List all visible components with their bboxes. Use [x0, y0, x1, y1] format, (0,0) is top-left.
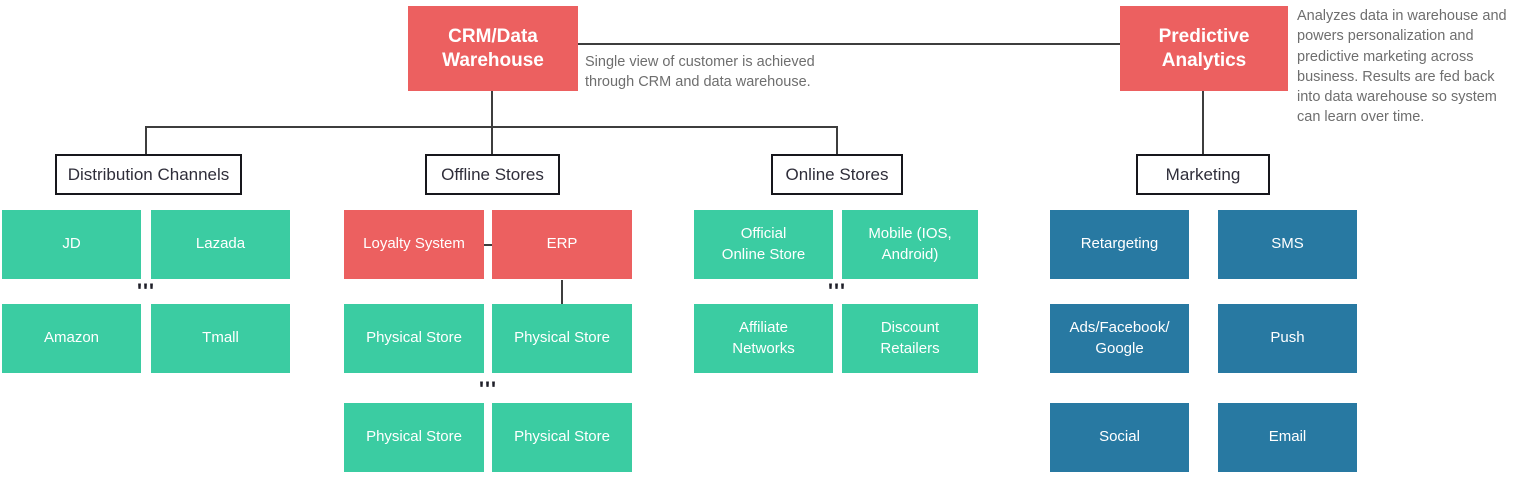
node-discount-retailers: Discount Retailers	[842, 304, 978, 373]
ellipsis-online: '''	[828, 280, 846, 303]
header-distribution-channels-label: Distribution Channels	[67, 164, 230, 184]
connector-drop-distribution	[145, 126, 147, 154]
node-erp: ERP	[492, 210, 632, 279]
connector-predictive-to-marketing	[1202, 91, 1204, 154]
node-affiliate-networks: Affiliate Networks	[694, 304, 833, 373]
header-online-stores-label: Online Stores	[785, 164, 889, 184]
node-email: Email	[1218, 403, 1357, 472]
connector-crm-to-predictive	[578, 43, 1120, 45]
node-crm-data-warehouse: CRM/Data Warehouse	[408, 6, 578, 91]
node-push: Push	[1218, 304, 1357, 373]
node-lazada: Lazada	[151, 210, 290, 279]
node-official-online-store: Official Online Store	[694, 210, 833, 279]
header-marketing: Marketing	[1136, 154, 1270, 195]
header-offline-stores: Offline Stores	[425, 154, 560, 195]
node-jd: JD	[2, 210, 141, 279]
header-offline-stores-label: Offline Stores	[441, 164, 544, 184]
node-loyalty-system: Loyalty System	[344, 210, 484, 279]
node-crm-label: CRM/Data Warehouse	[442, 25, 544, 71]
node-social: Social	[1050, 403, 1189, 472]
node-sms: SMS	[1218, 210, 1357, 279]
connector-loyalty-to-erp	[483, 244, 492, 246]
node-mobile-ios-android: Mobile (IOS, Android)	[842, 210, 978, 279]
connector-crm-down	[491, 91, 493, 154]
node-physical-store-3: Physical Store	[344, 403, 484, 472]
node-ads-facebook-google: Ads/Facebook/ Google	[1050, 304, 1189, 373]
note-predictive: Analyzes data in warehouse and powers pe…	[1297, 8, 1507, 126]
ellipsis-offline: '''	[479, 378, 497, 401]
connector-branch-horizontal	[145, 126, 838, 128]
connector-drop-online-stores	[836, 126, 838, 154]
node-predictive-label: Predictive Analytics	[1158, 25, 1250, 71]
node-physical-store-4: Physical Store	[492, 403, 632, 472]
header-online-stores: Online Stores	[771, 154, 903, 195]
node-tmall: Tmall	[151, 304, 290, 373]
header-marketing-label: Marketing	[1165, 164, 1241, 184]
ellipsis-distribution: '''	[137, 280, 155, 303]
connector-erp-down	[561, 280, 563, 304]
node-retargeting: Retargeting	[1050, 210, 1189, 279]
note-crm: Single view of customer is achieved thro…	[585, 54, 815, 91]
header-distribution-channels: Distribution Channels	[55, 154, 242, 195]
node-physical-store-2: Physical Store	[492, 304, 632, 373]
node-predictive-analytics: Predictive Analytics	[1120, 6, 1288, 91]
node-physical-store-1: Physical Store	[344, 304, 484, 373]
node-amazon: Amazon	[2, 304, 141, 373]
